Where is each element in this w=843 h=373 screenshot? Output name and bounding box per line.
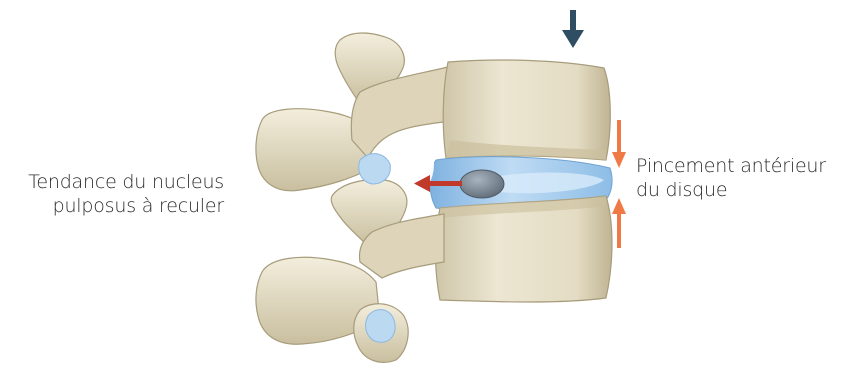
nucleus-label-line2: pulposus à reculer [0,194,224,218]
nucleus-label-line1: Tendance du nucleus [0,170,224,194]
nucleus-label: Tendance du nucleus pulposus à reculer [0,170,224,218]
pinch-label-line2: du disque [636,178,843,202]
arrow-down-icon [562,10,584,48]
pinch-arrow-down-icon [612,120,626,168]
nucleus-pulposus [460,170,504,198]
lower-vertebra [256,180,612,363]
pinch-label-line1: Pincement antérieur [636,154,843,178]
pinch-arrow-up-icon [612,198,626,248]
pinch-label: Pincement antérieur du disque [636,154,843,202]
